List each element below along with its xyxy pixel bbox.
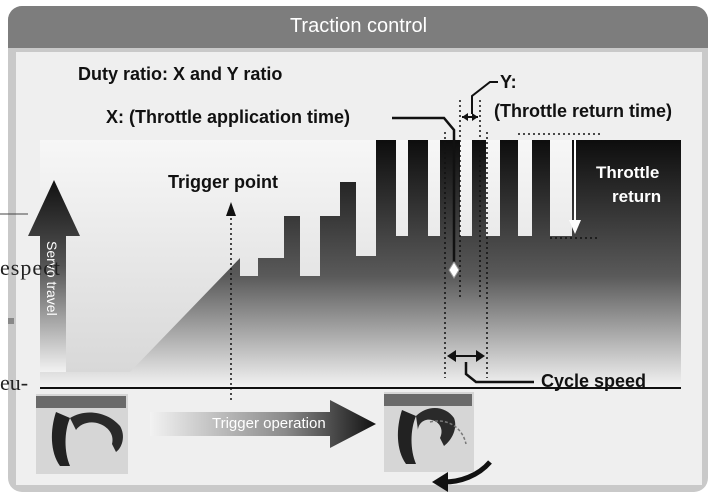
servo-travel-label: Servo travel <box>44 241 60 316</box>
throttle-return-label-line1: Throttle <box>596 163 660 182</box>
trigger-hand-pulled-icon <box>384 392 474 472</box>
header-bar-lower <box>8 34 708 48</box>
throttle-return-arrow-icon <box>569 220 581 234</box>
y-leader-line <box>471 81 498 114</box>
throttle-waveform <box>40 140 681 388</box>
x-leader-line <box>392 116 456 262</box>
return-arrow-curve <box>443 460 492 485</box>
servo-arrow-up-icon <box>28 180 80 372</box>
cycle-arrow-right-icon <box>476 350 485 362</box>
stray-text-1: espect <box>0 255 61 280</box>
y-description: (Throttle return time) <box>494 101 672 121</box>
y-arrow-left-icon <box>462 113 468 121</box>
trigger-operation-arrow-icon <box>150 400 376 448</box>
return-arrow-icon <box>432 472 448 492</box>
y-arrow-right-icon <box>472 113 478 121</box>
cycle-speed-label: Cycle speed <box>541 371 647 391</box>
header-title: Traction control <box>289 15 428 37</box>
cycle-leader-line <box>464 362 534 384</box>
cycle-arrow-left-icon <box>447 350 456 362</box>
trigger-operation-label: Trigger operation <box>212 415 326 432</box>
duty-ratio-label: Duty ratio: X and Y ratio <box>78 64 283 84</box>
x-label: X: (Throttle application time) <box>106 107 351 127</box>
trigger-point-label: Trigger point <box>168 172 278 192</box>
stray-mark <box>8 318 14 324</box>
y-label: Y: <box>500 72 517 92</box>
stray-text-2: eu- <box>0 370 29 395</box>
x-marker-icon <box>448 261 460 279</box>
throttle-return-label-line2: return <box>612 187 662 206</box>
trigger-hand-icon <box>36 394 128 474</box>
trigger-point-arrow-icon <box>226 202 236 216</box>
